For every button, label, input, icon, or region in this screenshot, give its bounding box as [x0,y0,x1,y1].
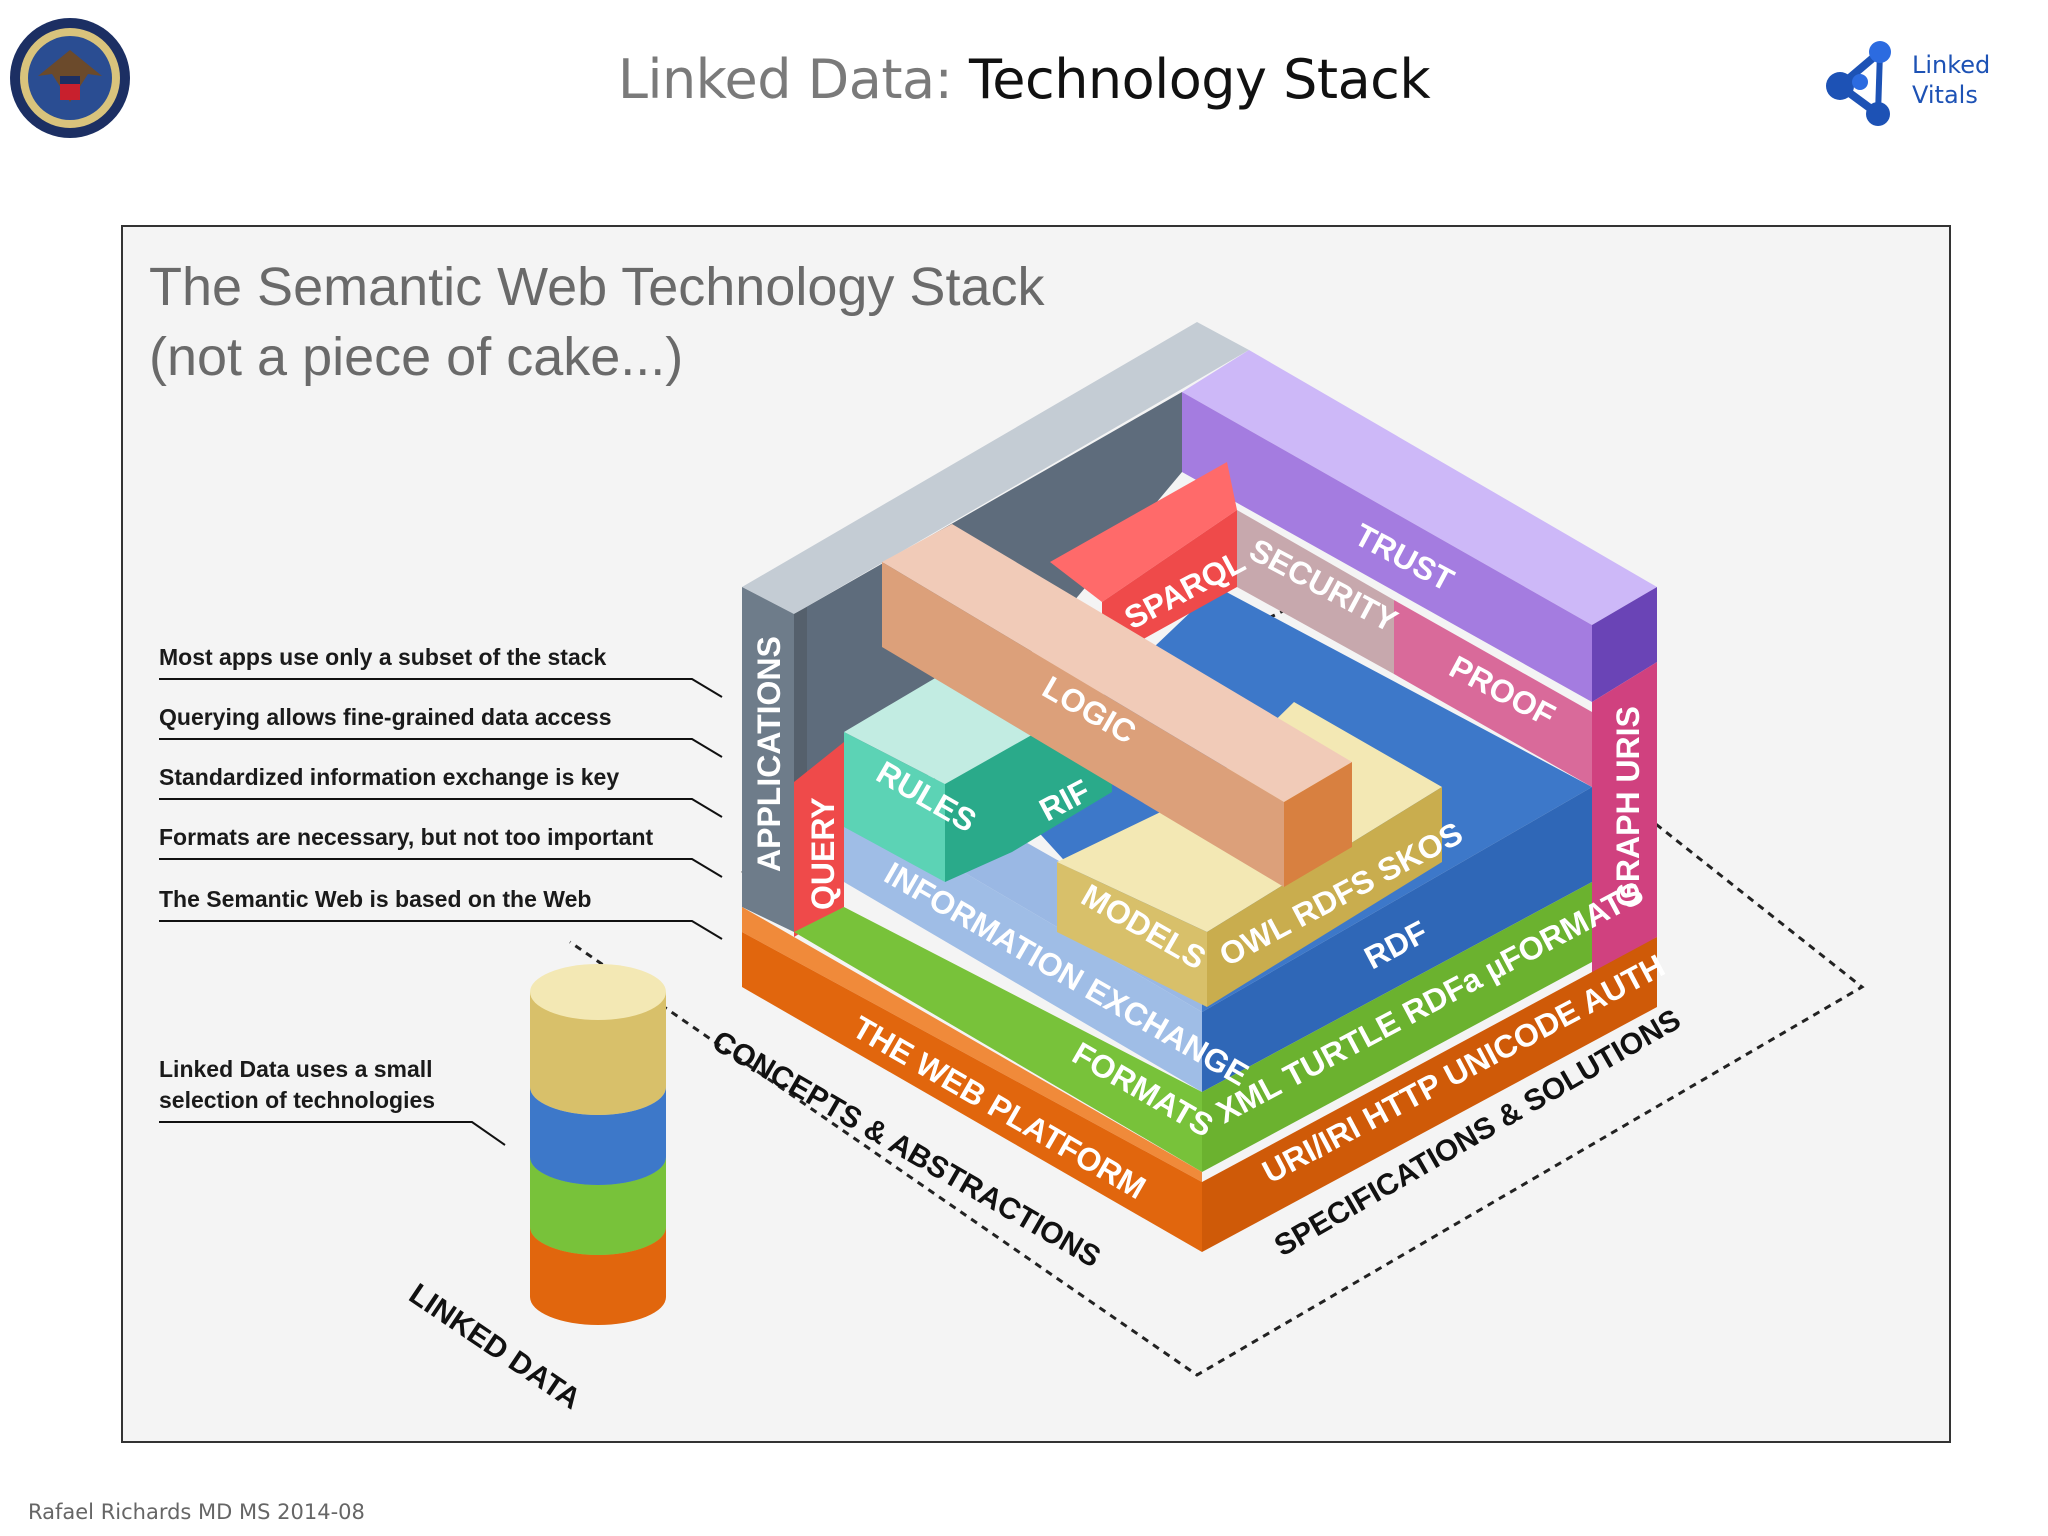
trust-top [1182,350,1657,625]
linked-vitals-logo-icon [1826,41,1891,126]
label-graph-uris: GRAPH URIS [1610,706,1646,907]
web-platform-right [1202,937,1657,1252]
slide-title-main: Technology Stack [968,48,1431,111]
proof-block [1394,600,1592,787]
annotation-1: Most apps use only a subset of the stack [159,644,723,698]
annotation-3: Standardized information exchange is key [159,764,723,818]
owl-front [1207,787,1442,1007]
linked-note-line-2: selection of technologies [159,1087,435,1113]
annotation-4-text: Formats are necessary, but not too impor… [159,824,654,850]
trust-right-post [1592,587,1657,702]
label-query: QUERY [805,797,841,910]
rules-front [844,732,945,882]
annotation-2: Querying allows fine-grained data access [159,704,723,758]
department-seal-icon [10,18,130,138]
graph-uris-bar [1592,662,1657,977]
models-front [1057,862,1207,1007]
linked-data-cylinder [530,964,666,1325]
logo-line-1: Linked [1912,51,1991,79]
semantic-web-stack-diagram: The Semantic Web Technology Stack (not a… [149,257,1865,1416]
web-platform-top [742,907,1202,1182]
security-block [1237,510,1394,674]
applications-bar [742,587,794,932]
query-bar [794,742,844,937]
trust-front [1182,392,1592,702]
slide-title: Linked Data: Technology Stack [0,48,2048,111]
linked-note-line-1: Linked Data uses a small [159,1056,433,1082]
annotation-5-text: The Semantic Web is based on the Web [159,886,591,912]
logic-front [882,562,1284,887]
logo-text: Linked Vitals [1912,50,1990,110]
sparql-top [1050,462,1237,602]
annotation-4: Formats are necessary, but not too impor… [159,824,723,878]
annotation-1-text: Most apps use only a subset of the stack [159,644,607,670]
logo-line-2: Vitals [1912,81,1978,109]
annotation-3-text: Standardized information exchange is key [159,764,619,790]
annotation-2-text: Querying allows fine-grained data access [159,704,612,730]
formats-band [794,907,1202,1172]
diagram-heading-2: (not a piece of cake...) [149,327,683,387]
web-platform-front [742,932,1202,1252]
slide-title-prefix: Linked Data: [617,48,969,111]
logic-end [1284,762,1352,887]
footer-credit: Rafael Richards MD MS 2014-08 [28,1500,365,1524]
diagram-heading-1: The Semantic Web Technology Stack [149,257,1045,317]
rif-front [945,732,1112,882]
sparql-front [1102,510,1237,662]
logic-top [882,524,1352,802]
annotation-5: The Semantic Web is based on the Web [159,886,723,940]
label-applications: APPLICATIONS [751,636,787,872]
rdf-front [1202,787,1592,1092]
formats-right [1202,882,1592,1172]
rules-top [844,677,1037,784]
back-wall-top-edge [742,322,1249,614]
annotation-linked-data: Linked Data uses a small selection of te… [159,1056,506,1146]
diagram-panel: The Semantic Web Technology Stack (not a… [121,225,1951,1443]
